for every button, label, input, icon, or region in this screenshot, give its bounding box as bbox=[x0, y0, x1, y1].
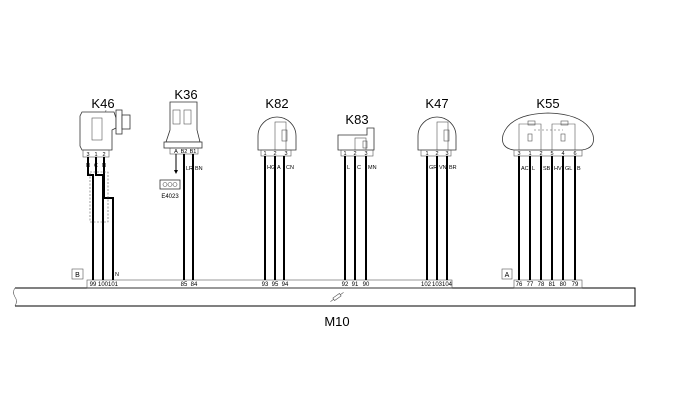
component-k46: K46 3 1 2 N C N N 99 100 101 bbox=[79, 96, 131, 288]
svg-text:LR: LR bbox=[186, 166, 193, 172]
svg-text:103: 103 bbox=[432, 282, 443, 288]
svg-text:78: 78 bbox=[538, 282, 545, 288]
svg-text:80: 80 bbox=[560, 282, 567, 288]
svg-text:E4023: E4023 bbox=[161, 194, 179, 200]
svg-text:K83: K83 bbox=[345, 112, 368, 127]
svg-text:104: 104 bbox=[442, 282, 453, 288]
svg-text:2: 2 bbox=[435, 151, 438, 157]
svg-text:MN: MN bbox=[368, 165, 377, 171]
svg-text:HG: HG bbox=[267, 165, 275, 171]
svg-text:1: 1 bbox=[528, 151, 531, 157]
svg-text:102: 102 bbox=[421, 282, 432, 288]
svg-text:3: 3 bbox=[86, 152, 89, 158]
svg-text:3: 3 bbox=[517, 151, 520, 157]
svg-text:91: 91 bbox=[352, 282, 359, 288]
connector-block-a bbox=[501, 268, 513, 280]
svg-text:HV: HV bbox=[554, 166, 562, 172]
svg-text:101: 101 bbox=[108, 282, 119, 288]
svg-text:1: 1 bbox=[263, 151, 266, 157]
svg-text:GR: GR bbox=[429, 165, 437, 171]
svg-text:BR: BR bbox=[449, 165, 457, 171]
connector-block-b bbox=[71, 268, 84, 280]
svg-text:3: 3 bbox=[284, 151, 287, 157]
svg-text:A: A bbox=[277, 165, 281, 171]
svg-text:B1: B1 bbox=[190, 149, 197, 155]
svg-text:B: B bbox=[577, 166, 581, 172]
svg-text:1: 1 bbox=[343, 151, 346, 157]
svg-text:K36: K36 bbox=[174, 87, 197, 102]
terminal-strip-a bbox=[513, 279, 583, 289]
svg-text:4: 4 bbox=[561, 151, 564, 157]
svg-text:2: 2 bbox=[539, 151, 542, 157]
svg-text:2: 2 bbox=[102, 152, 105, 158]
module-label: M10 bbox=[324, 314, 349, 329]
svg-text:N: N bbox=[115, 272, 119, 278]
svg-text:B2: B2 bbox=[181, 149, 188, 155]
component-k55: K55 3 1 2 5 4 6 AC L SB HV GL B 76 77 78… bbox=[502, 96, 594, 288]
svg-text:A: A bbox=[174, 149, 178, 155]
module-m10: M10 bbox=[13, 287, 636, 329]
svg-text:K82: K82 bbox=[265, 96, 288, 111]
svg-text:C: C bbox=[357, 165, 361, 171]
svg-text:K55: K55 bbox=[536, 96, 559, 111]
svg-text:3: 3 bbox=[445, 151, 448, 157]
svg-text:94: 94 bbox=[282, 282, 289, 288]
component-k47: K47 1 2 3 GR VN BR 102 103 104 bbox=[417, 96, 457, 288]
svg-text:95: 95 bbox=[272, 282, 279, 288]
svg-text:84: 84 bbox=[191, 282, 198, 288]
svg-text:L: L bbox=[347, 165, 350, 171]
svg-text:VN: VN bbox=[439, 165, 447, 171]
svg-text:81: 81 bbox=[549, 282, 556, 288]
connector-icon bbox=[330, 292, 344, 302]
svg-text:100: 100 bbox=[98, 282, 109, 288]
component-k83: K83 1 2 3 L C MN 92 91 90 bbox=[337, 112, 377, 288]
component-k36: K36 A B2 B1 E4023 LR BN 85 84 bbox=[159, 87, 203, 288]
connector-block-b-label: B bbox=[75, 272, 80, 279]
svg-text:3: 3 bbox=[364, 151, 367, 157]
svg-text:CN: CN bbox=[286, 165, 294, 171]
svg-text:BN: BN bbox=[195, 166, 203, 172]
svg-text:99: 99 bbox=[90, 282, 97, 288]
component-k82: K82 1 2 3 HG A CN 93 95 94 bbox=[257, 96, 297, 288]
svg-text:93: 93 bbox=[262, 282, 269, 288]
svg-text:1: 1 bbox=[94, 152, 97, 158]
svg-text:GL: GL bbox=[565, 166, 572, 172]
svg-text:2: 2 bbox=[273, 151, 276, 157]
terminal-strip-b bbox=[86, 279, 453, 289]
svg-text:76: 76 bbox=[516, 282, 523, 288]
svg-text:AC: AC bbox=[521, 166, 529, 172]
connector-block-a-label: A bbox=[505, 272, 510, 279]
svg-text:90: 90 bbox=[363, 282, 370, 288]
component-label: K46 bbox=[91, 96, 114, 111]
svg-text:92: 92 bbox=[342, 282, 349, 288]
svg-text:2: 2 bbox=[353, 151, 356, 157]
svg-text:SB: SB bbox=[543, 166, 551, 172]
svg-text:79: 79 bbox=[572, 282, 579, 288]
svg-text:5: 5 bbox=[550, 151, 553, 157]
svg-text:K47: K47 bbox=[425, 96, 448, 111]
svg-text:77: 77 bbox=[527, 282, 534, 288]
svg-text:85: 85 bbox=[181, 282, 188, 288]
svg-text:1: 1 bbox=[425, 151, 428, 157]
ground-connector bbox=[159, 179, 181, 190]
svg-text:6: 6 bbox=[573, 151, 576, 157]
svg-text:L: L bbox=[532, 166, 535, 172]
